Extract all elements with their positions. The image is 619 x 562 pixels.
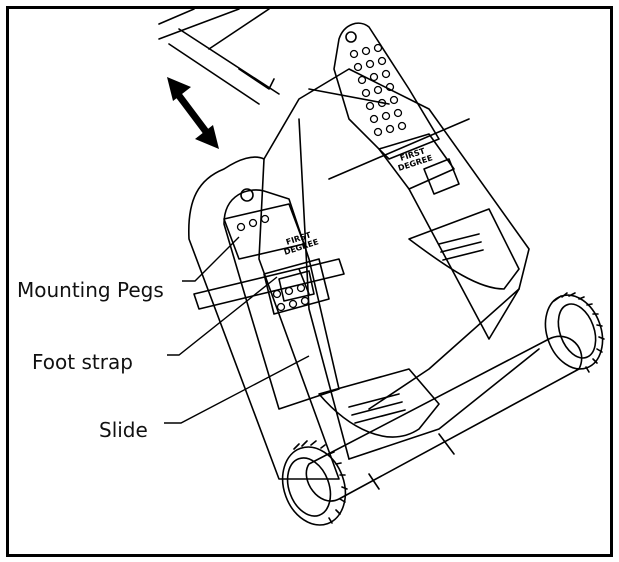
left-wheel <box>281 440 348 526</box>
bottom-axle <box>305 335 583 502</box>
leader-lines <box>164 236 310 424</box>
leader-foot-strap <box>167 276 278 356</box>
label-slide: Slide <box>99 418 148 442</box>
foot-strap <box>193 258 345 310</box>
right-peg-holes <box>349 43 407 137</box>
leader-slide <box>164 355 310 424</box>
double-arrow-icon <box>167 77 219 149</box>
label-foot-strap: Foot strap <box>32 350 133 374</box>
slide-body <box>188 68 540 480</box>
top-rail <box>158 9 280 105</box>
right-footplate <box>333 22 520 340</box>
leader-mounting-pegs <box>182 236 240 282</box>
left-footplate <box>223 188 440 438</box>
rower-diagram: FIRST DEGREE FIRST DEGREE <box>158 9 605 526</box>
left-peg-holes <box>236 214 310 312</box>
label-mounting-pegs: Mounting Pegs <box>17 278 164 302</box>
diagram-frame: FIRST DEGREE FIRST DEGREE Mounting Pegs … <box>6 6 613 557</box>
right-wheel <box>544 292 605 373</box>
